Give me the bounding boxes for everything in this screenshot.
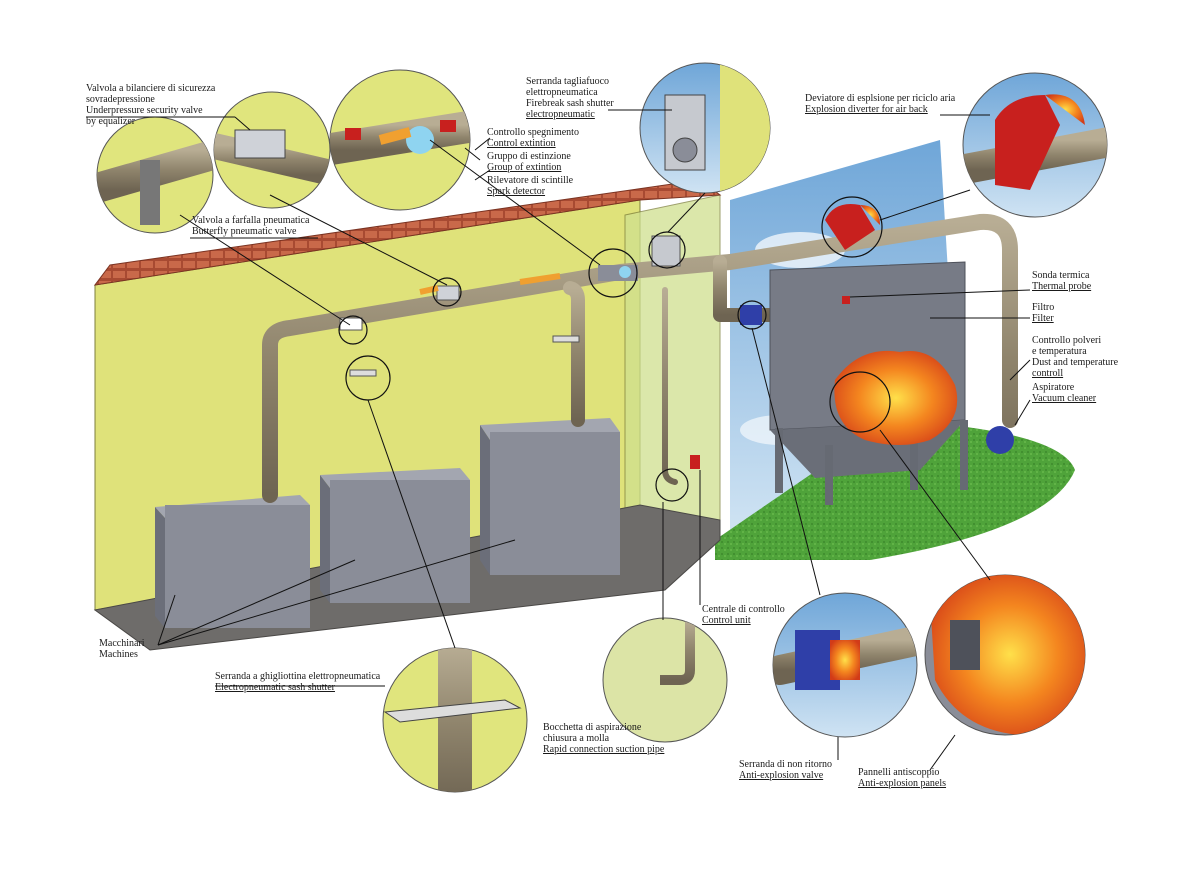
label-text: Bocchetta di aspirazione bbox=[543, 722, 642, 733]
label-control-unit: Centrale di controllo Control unit bbox=[702, 604, 785, 626]
leader-lines bbox=[86, 109, 1031, 771]
label-thermal-probe: Sonda termica Thermal probe bbox=[1032, 270, 1091, 292]
pipe-components bbox=[339, 235, 700, 469]
label-text: Centrale di controllo bbox=[702, 604, 785, 615]
label-control-extinction: Controllo spegnimento Control extintion bbox=[487, 127, 579, 149]
detail-bubble-firebreak bbox=[639, 62, 771, 194]
label-vacuum-cleaner: Aspiratore Vacuum cleaner bbox=[1032, 382, 1096, 404]
label-anti-explosion-valve: Serranda di non ritorno Anti-explosion v… bbox=[739, 759, 832, 781]
filter-unit bbox=[740, 204, 1014, 505]
label-machines: Macchinari Machines bbox=[99, 638, 145, 660]
anti-explosion-valve-small bbox=[740, 305, 762, 325]
label-sash-shutter: Serranda a ghigliottina elettropneumatic… bbox=[215, 671, 380, 693]
label-text: Serranda di non ritorno bbox=[739, 759, 833, 770]
label-text: Aspiratore bbox=[1032, 382, 1075, 393]
label-text: sovradepressione bbox=[86, 94, 155, 105]
label-text: Anti-explosion panels bbox=[858, 778, 947, 789]
detail-bubble-antiexplosion-panels bbox=[924, 574, 1086, 736]
detail-bubble-sash-shutter bbox=[382, 647, 528, 793]
label-text: Valvola a farfalla pneumatica bbox=[192, 215, 310, 226]
label-suction-pipe: Bocchetta di aspirazione chiusura a moll… bbox=[543, 722, 664, 755]
label-text: e temperatura bbox=[1032, 346, 1087, 357]
label-text: by equalizer bbox=[86, 116, 136, 127]
detail-bubble-diverter bbox=[962, 72, 1108, 218]
label-text: chiusura a molla bbox=[543, 733, 610, 744]
label-text: Macchinari bbox=[99, 638, 145, 649]
fan-icon bbox=[986, 426, 1014, 454]
label-text: controll bbox=[1032, 368, 1064, 379]
label-text: Vacuum cleaner bbox=[1032, 393, 1097, 404]
label-filter: Filtro Filter bbox=[1032, 302, 1054, 324]
detail-bubble-antiexplosion-valve bbox=[772, 592, 918, 738]
grass-floor bbox=[715, 420, 1075, 560]
machine-3 bbox=[480, 418, 620, 575]
label-text: Firebreak sash shutter bbox=[526, 98, 614, 109]
label-text: Filter bbox=[1032, 313, 1054, 324]
valve-icon bbox=[436, 285, 460, 301]
label-text: Controllo spegnimento bbox=[487, 127, 579, 138]
label-text: Control unit bbox=[702, 615, 751, 626]
main-duct bbox=[262, 213, 1018, 503]
label-text: Serranda tagliafuoco bbox=[526, 76, 610, 87]
machine-2 bbox=[320, 468, 470, 603]
label-text: Machines bbox=[99, 649, 138, 660]
detail-bubble-butterfly bbox=[96, 116, 214, 234]
label-text: Filtro bbox=[1032, 302, 1055, 313]
label-anti-explosion-panels: Pannelli antiscoppio Anti-explosion pane… bbox=[858, 767, 946, 789]
label-butterfly-valve: Valvola a farfalla pneumatica Butterfly … bbox=[192, 215, 309, 237]
label-text: Dust and temperature bbox=[1032, 357, 1119, 368]
label-text: Electropneumatic sash shutter bbox=[215, 682, 335, 693]
label-text: Underpressure security valve bbox=[86, 105, 203, 116]
label-firebreak-shutter: Serranda tagliafuoco elettropneumatica F… bbox=[526, 76, 614, 120]
machine-1 bbox=[155, 495, 310, 628]
drop-pipe-3 bbox=[563, 281, 585, 427]
label-text: Sonda termica bbox=[1032, 270, 1090, 281]
label-text: Control extintion bbox=[487, 138, 556, 149]
label-text: Deviatore di esplsione per riciclo aria bbox=[805, 93, 956, 104]
label-text: elettropneumatica bbox=[526, 87, 598, 98]
explosion-diverter bbox=[825, 204, 880, 250]
label-text: Butterfly pneumatic valve bbox=[192, 226, 297, 237]
label-group-extinction: Gruppo di estinzione Group of extintion bbox=[487, 151, 571, 173]
detail-bubble-extinction bbox=[329, 69, 471, 211]
thermal-probe bbox=[842, 296, 850, 304]
label-underpressure-valve: Valvola a bilanciere di sicurezza sovrad… bbox=[86, 83, 215, 127]
label-text: Pannelli antiscoppio bbox=[858, 767, 940, 778]
label-text: Controllo polveri bbox=[1032, 335, 1102, 346]
callout-markers bbox=[338, 196, 891, 502]
label-text: electropneumatic bbox=[526, 109, 595, 120]
detail-bubble-underpressure bbox=[213, 91, 331, 209]
flame-icon bbox=[834, 350, 958, 445]
label-text: Anti-explosion valve bbox=[739, 770, 824, 781]
label-text: Rapid connection suction pipe bbox=[543, 744, 665, 755]
label-spark-detector: Rilevatore di scintille Spark detector bbox=[487, 175, 573, 197]
label-text: Group of extintion bbox=[487, 162, 562, 173]
detail-bubble-suction bbox=[602, 617, 728, 743]
label-explosion-diverter: Deviatore di esplsione per riciclo aria … bbox=[805, 93, 955, 115]
label-text: Rilevatore di scintille bbox=[487, 175, 574, 186]
label-text: Serranda a ghigliottina elettropneumatic… bbox=[215, 671, 381, 682]
label-text: Spark detector bbox=[487, 186, 546, 197]
label-text: Gruppo di estinzione bbox=[487, 151, 571, 162]
label-text: Valvola a bilanciere di sicurezza bbox=[86, 83, 216, 94]
label-text: Explosion diverter for air back bbox=[805, 104, 928, 115]
label-dust-temperature: Controllo polveri e temperatura Dust and… bbox=[1032, 335, 1118, 379]
label-text: Thermal probe bbox=[1032, 281, 1092, 292]
